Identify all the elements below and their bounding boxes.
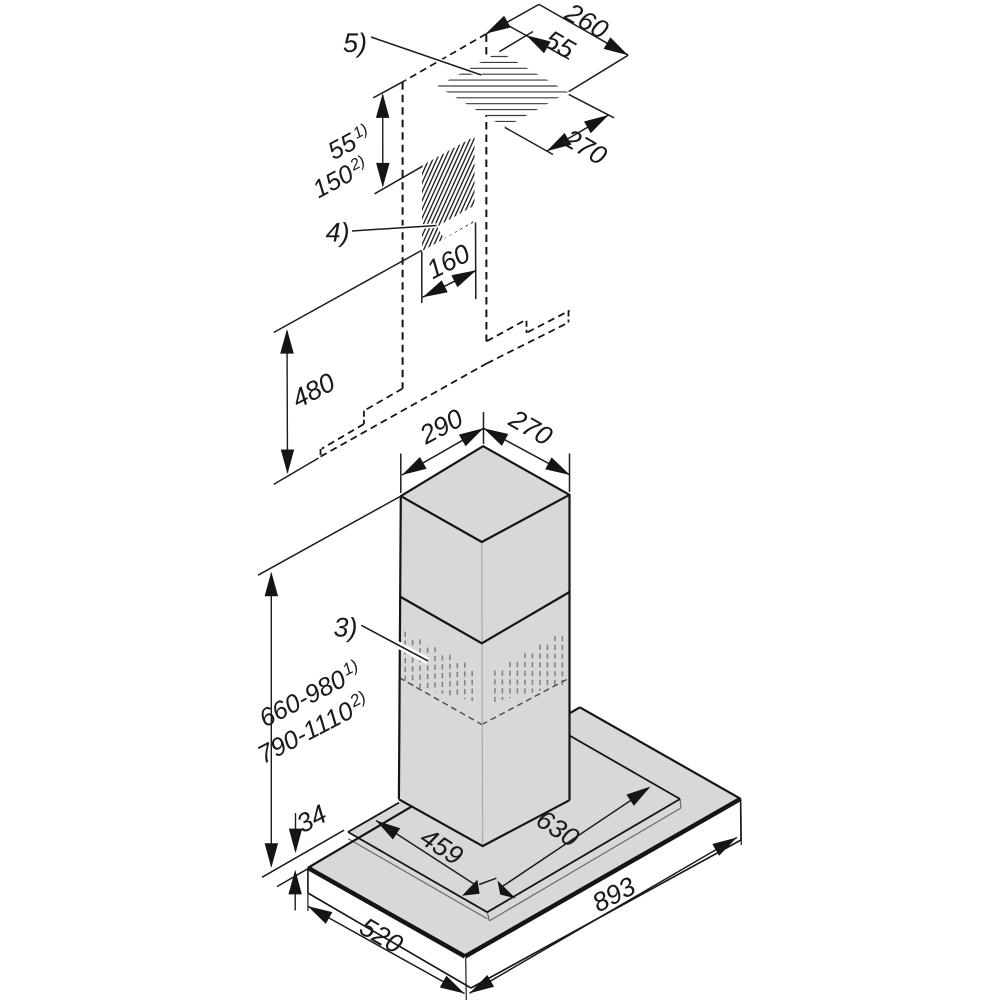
svg-text:5): 5): [343, 28, 367, 58]
svg-text:3): 3): [333, 613, 357, 643]
svg-text:4): 4): [326, 218, 350, 248]
